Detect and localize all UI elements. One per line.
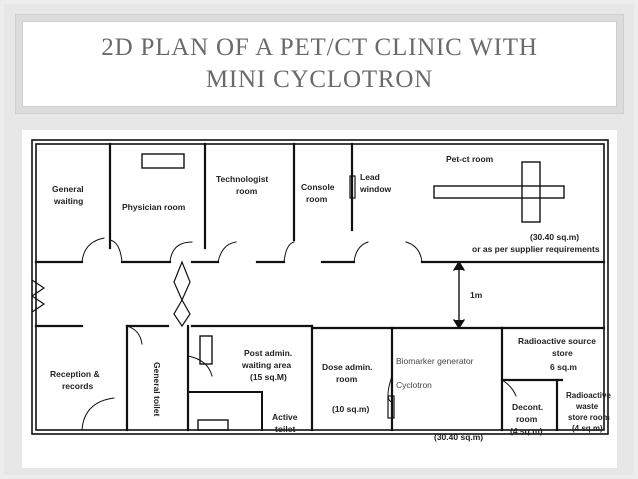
waste-store-label-2: waste <box>575 402 599 411</box>
active-toilet-label-1: Active <box>272 412 298 422</box>
slide-title-line-1: 2D PLAN OF A PET/CT CLINIC WITH <box>101 34 538 61</box>
technologist-room-label-1: Technologist <box>216 174 268 184</box>
slide-title-line-2: MINI CYCLOTRON <box>205 66 434 93</box>
dose-admin-area-label: (10 sq.m) <box>332 404 369 414</box>
technologist-room-label-2: room <box>236 186 258 196</box>
waste-store-label-3: store room <box>568 413 610 422</box>
upper-door-swings <box>81 237 423 263</box>
entrance-doors <box>31 279 46 313</box>
dose-admin-label-1: Dose admin. <box>322 362 373 372</box>
physician-desk <box>141 153 185 169</box>
cyclotron-area-label: (30.40 sq.m) <box>434 432 483 442</box>
reception-label-2: records <box>62 381 93 391</box>
lead-window-label-1: Lead <box>360 172 380 182</box>
source-store-area-label: 6 sq.m <box>550 362 577 372</box>
console-room-label-1: Console <box>301 182 335 192</box>
biomarker-generator-label: Biomarker generator <box>396 356 474 366</box>
physician-room-label: Physician room <box>122 202 186 212</box>
post-admin-label-2: waiting area <box>241 360 291 370</box>
lower-door-swings <box>81 325 517 431</box>
active-toilet-fixture <box>197 419 229 431</box>
outer-wall <box>31 139 609 435</box>
corridor-lower-wall <box>34 324 606 330</box>
active-toilet-label-2: toilet <box>275 424 295 434</box>
decont-room-label-2: room <box>516 414 538 424</box>
general-waiting-label-1: General <box>52 184 84 194</box>
post-admin-seat <box>199 335 213 365</box>
decont-room-label-1: Decont. <box>512 402 543 412</box>
upper-partitions <box>108 142 354 250</box>
pet-ct-room-label: Pet-ct room <box>446 154 494 164</box>
reception-label-1: Reception & <box>50 369 100 379</box>
waste-store-label-4: (4 sq.m) <box>572 424 603 433</box>
console-room-label-2: room <box>306 194 328 204</box>
decont-room-label-3: (4 sq.m) <box>510 426 543 436</box>
pet-ct-note-label: or as per supplier requirements <box>472 244 600 254</box>
pet-ct-gantry <box>521 161 541 223</box>
corridor-dimension-arrow <box>453 260 465 330</box>
waste-store-label-1: Radioactive <box>566 391 611 400</box>
corridor-width-label: 1m <box>470 290 483 300</box>
general-toilet-label: General toilet <box>152 362 162 416</box>
floor-plan: General waiting Physician room Technolog… <box>22 130 617 468</box>
dose-admin-label-2: room <box>336 374 358 384</box>
general-waiting-label-2: waiting <box>53 196 83 206</box>
post-admin-label-3: (15 sq.M) <box>250 372 287 382</box>
slide-title-box: 2D PLAN OF A PET/CT CLINIC WITH MINI CYC… <box>22 21 617 107</box>
lead-window <box>349 175 356 199</box>
pet-ct-table <box>433 185 565 199</box>
cyclotron-label: Cyclotron <box>396 380 432 390</box>
post-admin-label-1: Post admin. <box>244 348 292 358</box>
source-store-label-1: Radioactive source <box>518 336 596 346</box>
floor-plan-drawing: General waiting Physician room Technolog… <box>31 139 611 442</box>
dose-window <box>387 395 395 419</box>
corridor-double-door <box>173 260 191 328</box>
lower-partitions <box>125 324 564 432</box>
source-store-label-2: store <box>552 348 573 358</box>
lead-window-label-2: window <box>359 184 392 194</box>
pet-ct-area-label: (30.40 sq.m) <box>530 232 579 242</box>
